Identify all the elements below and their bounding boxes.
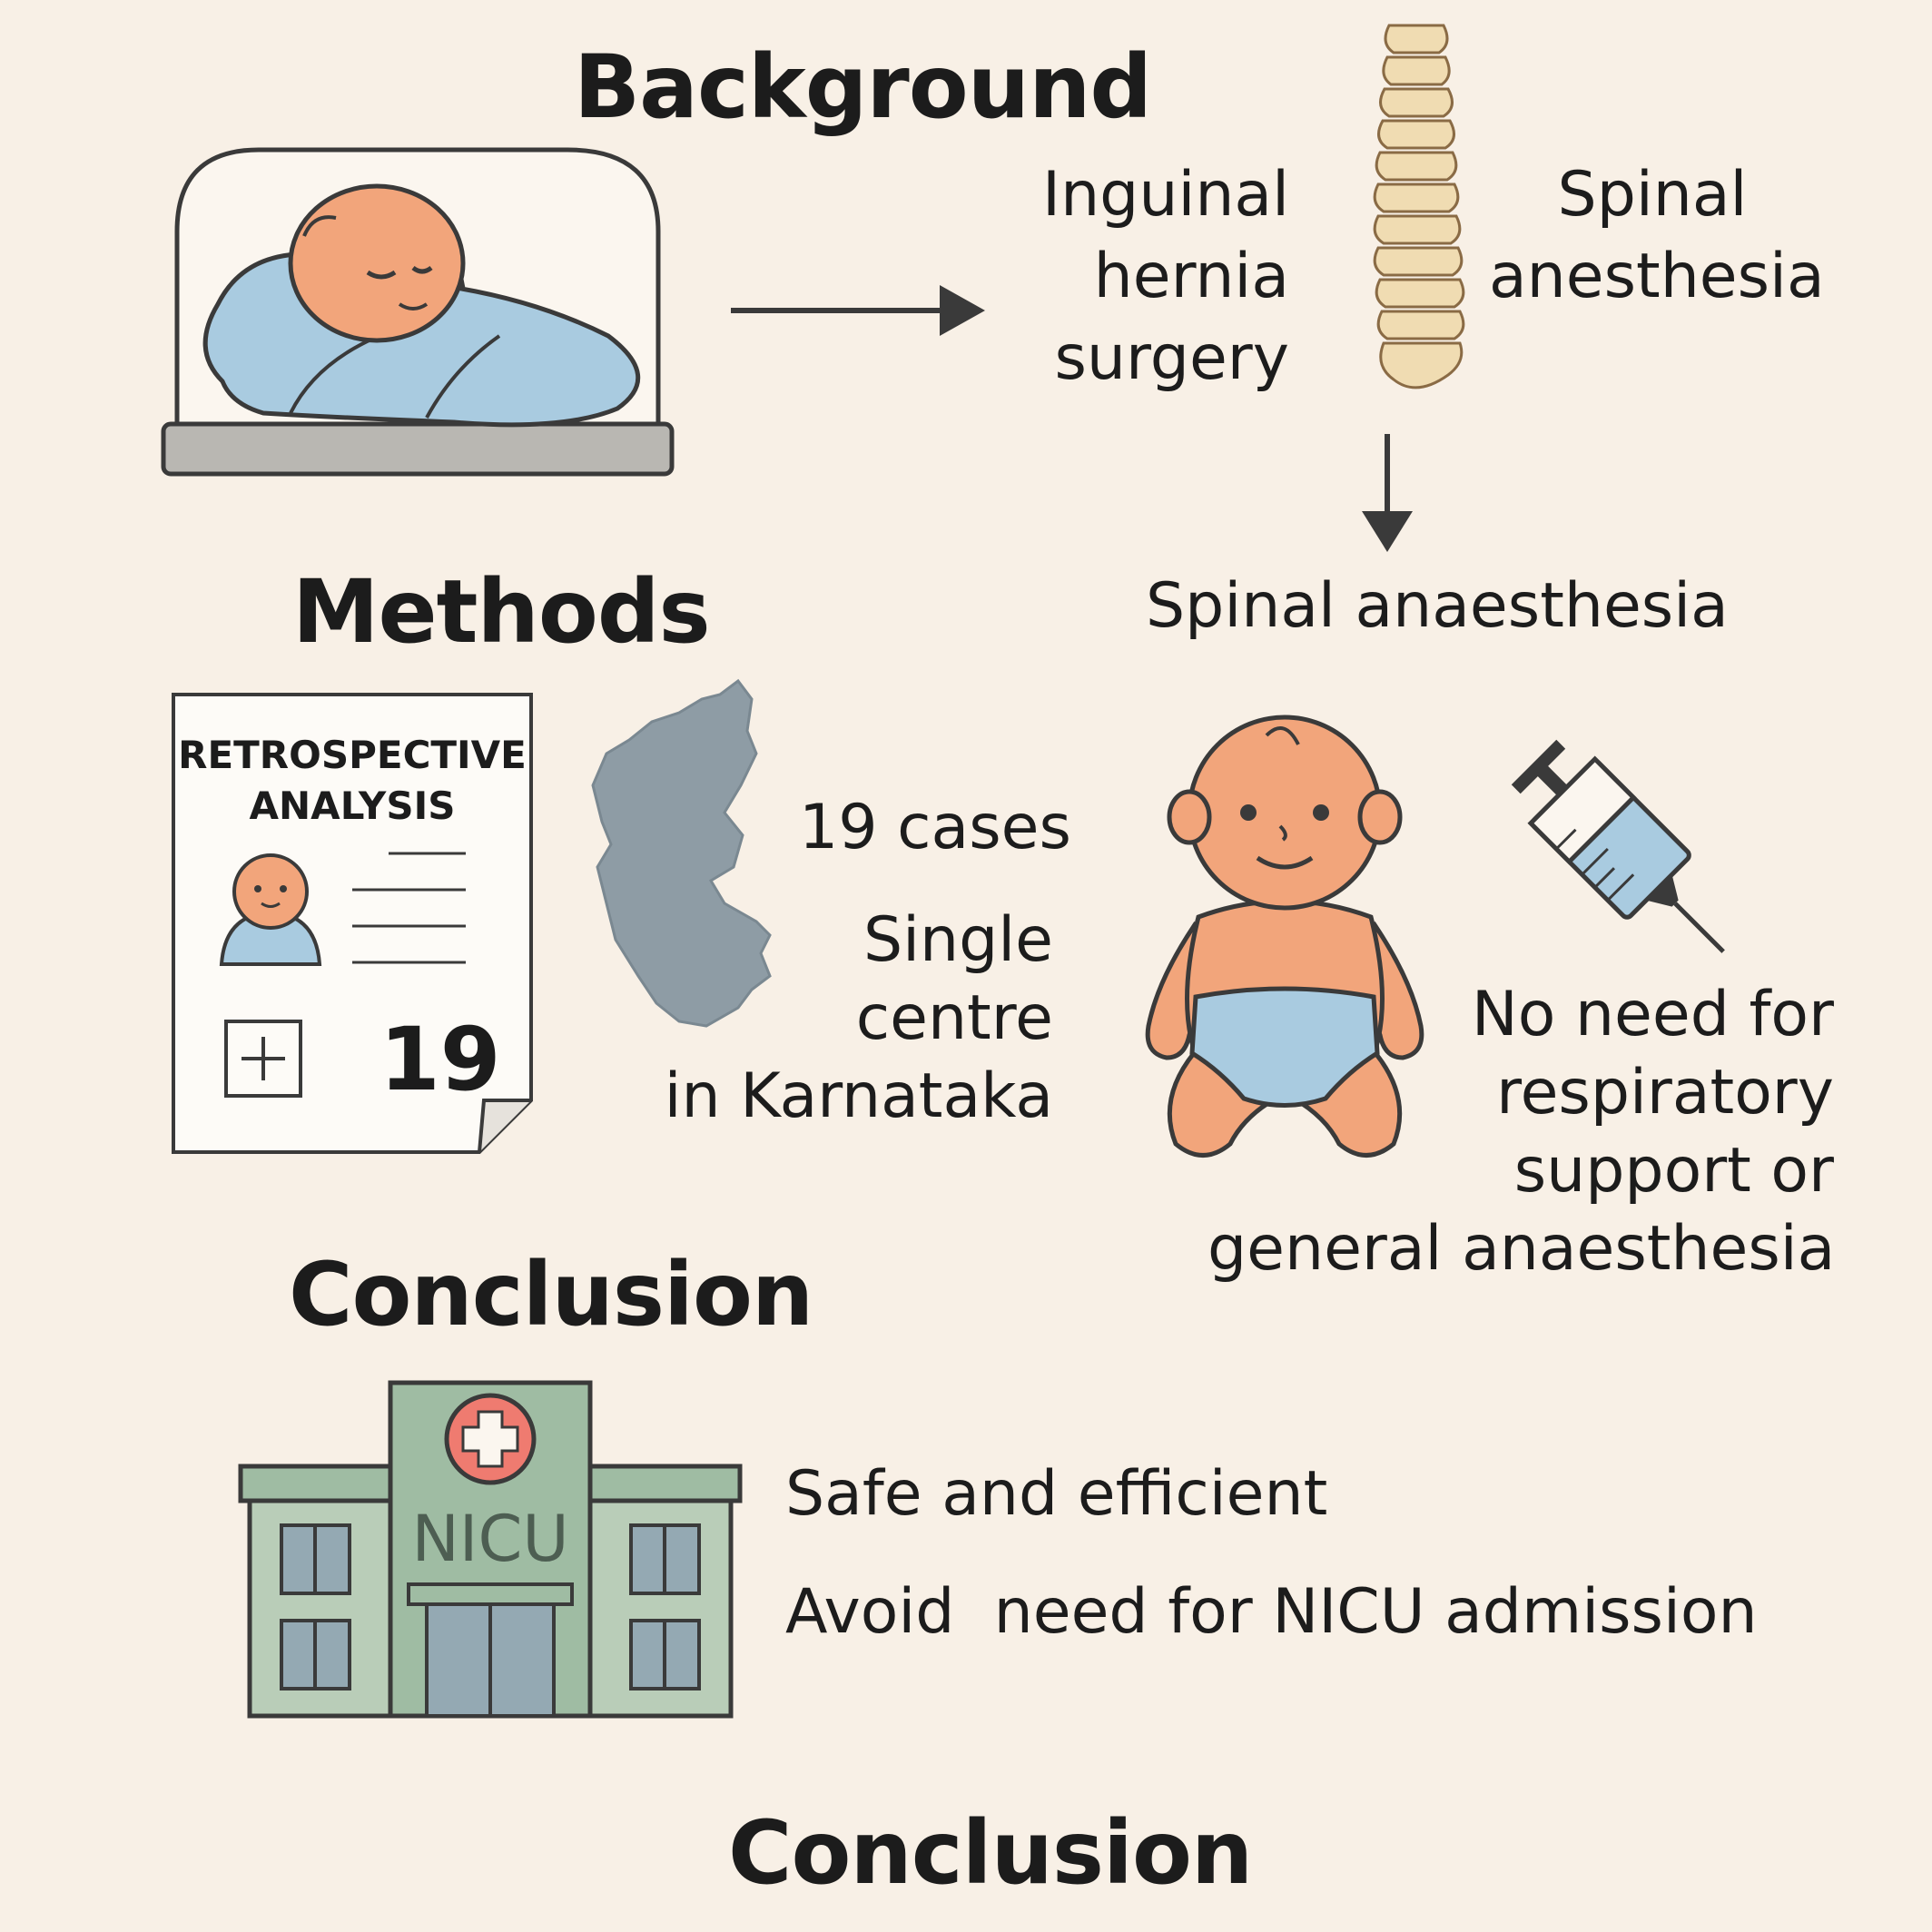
arrow-down-icon	[1362, 434, 1413, 552]
centre-label: Single centre in Karnataka	[599, 902, 1053, 1136]
baby-icon	[1145, 715, 1424, 1158]
centre-label-line: centre	[855, 982, 1053, 1054]
spinal-label: Spinal anesthesia	[1489, 154, 1825, 318]
background-heading: Background	[574, 36, 1152, 138]
outcome-text-line: general anaesthesia	[1208, 1213, 1836, 1285]
outcome-text: No need for respiratory support or gener…	[1208, 976, 1836, 1288]
surgery-label: Inguinal hernia surgery	[1008, 154, 1289, 399]
karnataka-map-icon	[591, 678, 772, 1028]
text-lines-icon	[352, 852, 466, 964]
analysis-count: 19	[380, 1009, 501, 1110]
conclusion-footer: Conclusion	[728, 1802, 1253, 1904]
surgery-label-line: surgery	[1054, 322, 1290, 394]
arrow-right-icon	[731, 285, 985, 336]
analysis-title-line: RETROSPECTIVE	[178, 733, 527, 777]
outcome-text-line: respiratory	[1496, 1057, 1834, 1129]
outcome-text-line: No need for	[1471, 979, 1834, 1050]
outcome-text-line: support or	[1513, 1135, 1834, 1207]
methods-heading: Methods	[292, 561, 711, 663]
conclusion-heading: Conclusion	[289, 1244, 813, 1346]
spinal-label-line: Spinal	[1557, 159, 1748, 231]
centre-label-line: Single	[862, 904, 1053, 976]
cases-label: 19 cases	[799, 792, 1071, 863]
conclusion-point-nicu: Avoid need for NICU admission	[785, 1576, 1758, 1648]
hospital-building: NICU	[238, 1380, 743, 1720]
spine-icon	[1373, 24, 1465, 389]
spinal-anaesthesia-result: Spinal anaesthesia	[1146, 570, 1729, 642]
hospital-icon	[238, 1380, 743, 1719]
person-icon	[219, 853, 322, 966]
surgery-label-line: Inguinal	[1042, 159, 1289, 231]
syringe-icon	[1511, 739, 1725, 953]
analysis-title: RETROSPECTIVE ANALYSIS	[171, 730, 534, 832]
centre-label-line: in Karnataka	[664, 1060, 1053, 1132]
conclusion-point-safe: Safe and efficient	[785, 1458, 1328, 1530]
incubator-baby-icon	[161, 147, 675, 477]
hospital-sign: NICU	[411, 1502, 569, 1576]
spinal-label-line: anesthesia	[1489, 241, 1825, 312]
surgery-label-line: hernia	[1093, 241, 1289, 312]
analysis-document: RETROSPECTIVE ANALYSIS 19	[171, 692, 534, 1155]
plus-box-icon	[224, 1020, 302, 1098]
analysis-title-line: ANALYSIS	[249, 784, 456, 828]
